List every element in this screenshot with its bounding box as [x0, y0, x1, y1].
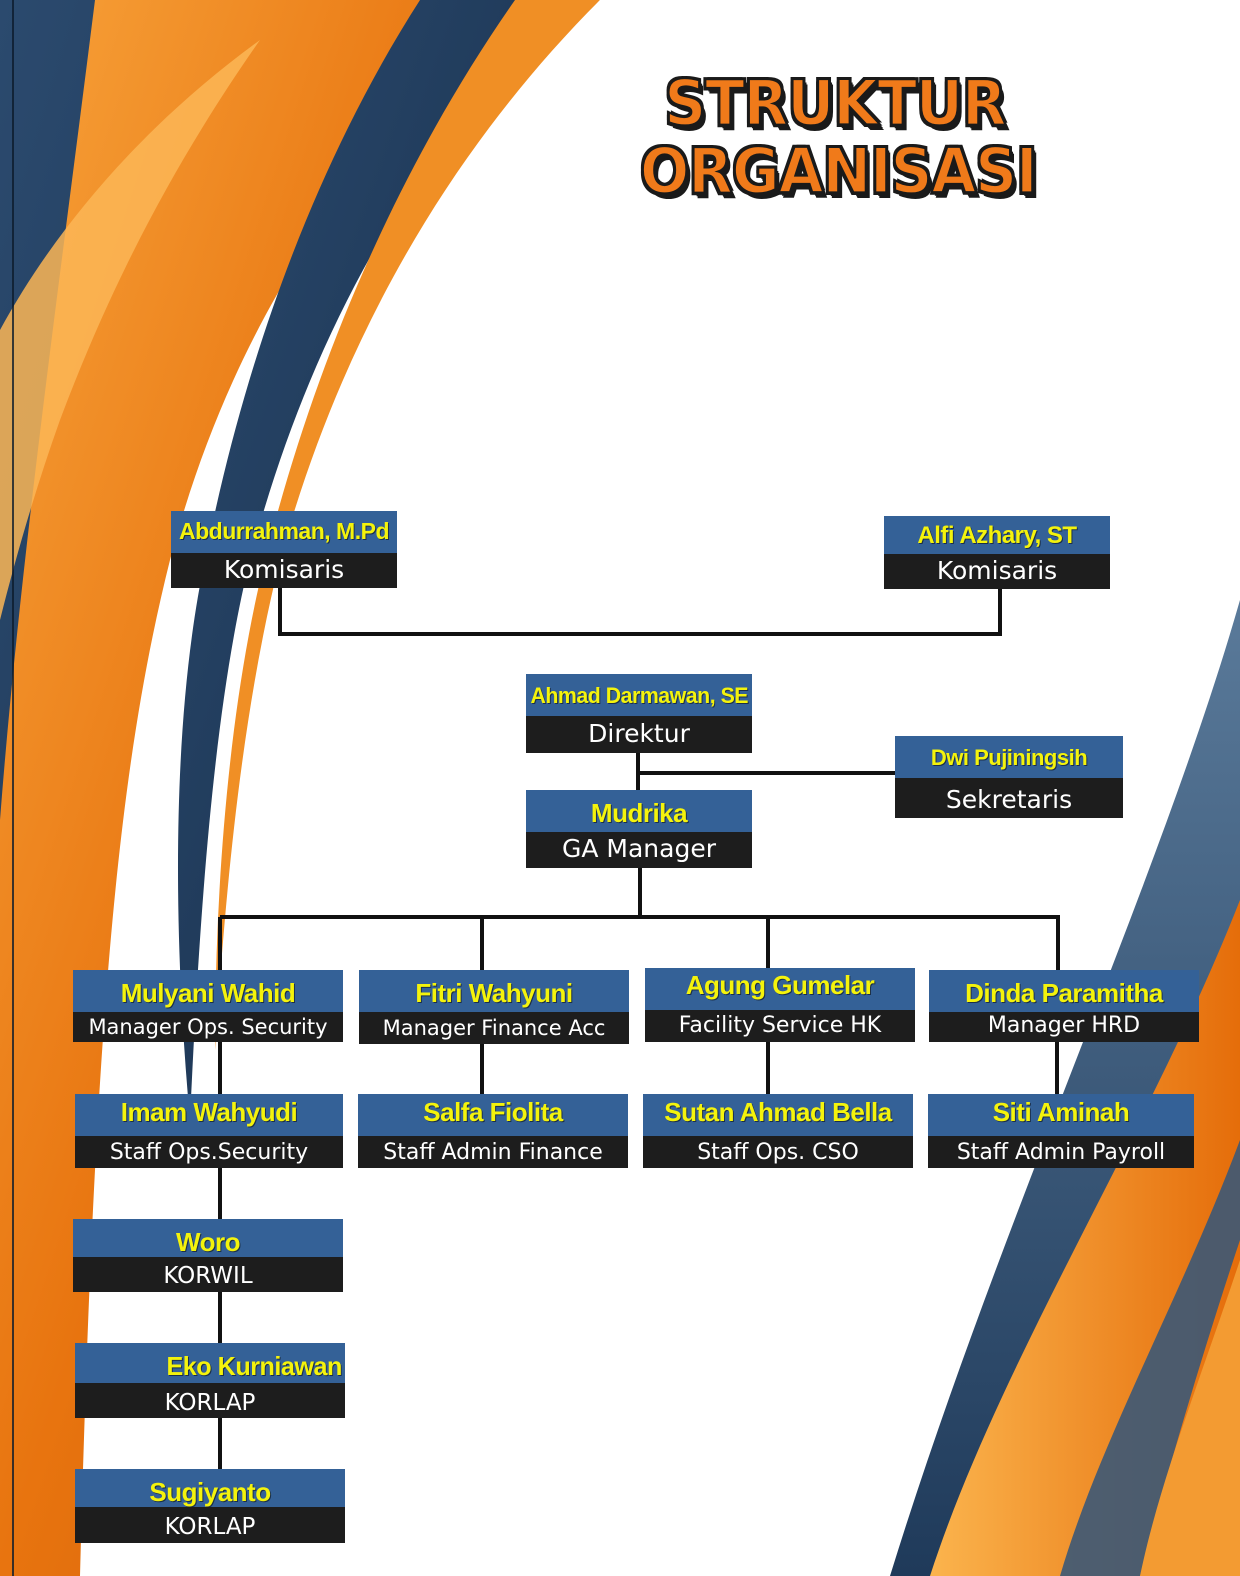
- node-name: Mulyani Wahid: [120, 978, 296, 1008]
- node-staff-finance: Salfa Fiolita Staff Admin Finance: [358, 1094, 628, 1168]
- node-staff-cso: Sutan Ahmad Bella Staff Ops. CSO: [643, 1094, 913, 1168]
- node-korwil: Woro KORWIL: [73, 1219, 343, 1292]
- node-direktur: Ahmad Darmawan, SE Direktur: [526, 674, 752, 753]
- node-name: Mudrika: [590, 798, 688, 828]
- node-name: Salfa Fiolita: [423, 1097, 563, 1127]
- node-staff-payroll: Siti Aminah Staff Admin Payroll: [928, 1094, 1194, 1168]
- page-title-line-1: STRUKTUR: [663, 66, 1007, 140]
- node-name: Eko Kurniawan: [166, 1351, 343, 1381]
- node-manager-finance: Fitri Wahyuni Manager Finance Acc: [359, 970, 629, 1044]
- node-role: Facility Service HK: [678, 1013, 882, 1038]
- node-role: Manager HRD: [987, 1013, 1141, 1038]
- node-role: Staff Admin Finance: [383, 1140, 603, 1165]
- node-name: Imam Wahyudi: [120, 1097, 298, 1127]
- node-korlap-1: Eko Kurniawan KORLAP: [75, 1343, 345, 1418]
- node-manager-hrd: Dinda Paramitha Manager HRD: [929, 970, 1199, 1042]
- node-sekretaris: Dwi Pujiningsih Sekretaris: [895, 736, 1123, 818]
- node-name: Siti Aminah: [992, 1097, 1130, 1127]
- node-name: Woro: [176, 1227, 240, 1257]
- node-role: KORLAP: [164, 1514, 256, 1540]
- node-komisaris-2: Alfi Azhary, ST Komisaris: [884, 516, 1110, 589]
- node-role: Staff Admin Payroll: [956, 1140, 1166, 1165]
- node-role: KORWIL: [163, 1263, 253, 1289]
- node-role: Komisaris: [936, 556, 1058, 585]
- left-orange-highlight: [0, 40, 260, 620]
- node-role: Direktur: [588, 719, 690, 748]
- node-role: Sekretaris: [945, 785, 1073, 814]
- node-name: Fitri Wahyuni: [415, 978, 573, 1008]
- node-facility-service: Agung Gumelar Facility Service HK: [645, 968, 915, 1042]
- node-name: Sutan Ahmad Bella: [664, 1097, 892, 1127]
- node-name: Abdurrahman, M.Pd: [178, 518, 390, 544]
- node-name: Alfi Azhary, ST: [917, 522, 1077, 549]
- page-title-line-2: ORGANISASI: [639, 134, 1039, 208]
- connector-komisaris: [278, 588, 1002, 636]
- node-role: Staff Ops.Security: [109, 1140, 309, 1165]
- right-orange-tip: [1140, 1260, 1240, 1576]
- right-navy-strip: [1060, 1140, 1240, 1576]
- node-name: Dwi Pujiningsih: [930, 745, 1088, 770]
- node-staff-security: Imam Wahyudi Staff Ops.Security: [75, 1094, 343, 1168]
- left-navy-stripe: [178, 0, 570, 1120]
- left-orange-sliver: [215, 0, 600, 1050]
- node-ga-manager: Mudrika GA Manager: [526, 790, 752, 868]
- node-manager-security: Mulyani Wahid Manager Ops. Security: [73, 970, 343, 1042]
- node-role: Komisaris: [223, 555, 345, 584]
- node-role: Staff Ops. CSO: [697, 1140, 859, 1165]
- left-orange-band: [0, 0, 520, 1576]
- node-name: Dinda Paramitha: [965, 978, 1163, 1008]
- node-role: Manager Finance Acc: [382, 1016, 606, 1040]
- node-role: Manager Ops. Security: [88, 1015, 328, 1039]
- node-name: Agung Gumelar: [685, 970, 875, 1000]
- node-role: KORLAP: [164, 1390, 256, 1416]
- node-name: Ahmad Darmawan, SE: [530, 683, 748, 708]
- white-main-area: [247, 0, 1240, 1576]
- left-edge-line: [12, 0, 14, 1576]
- node-role: GA Manager: [561, 834, 716, 863]
- node-name: Sugiyanto: [149, 1477, 271, 1507]
- node-korlap-2: Sugiyanto KORLAP: [75, 1469, 345, 1543]
- node-komisaris-1: Abdurrahman, M.Pd Komisaris: [171, 511, 397, 588]
